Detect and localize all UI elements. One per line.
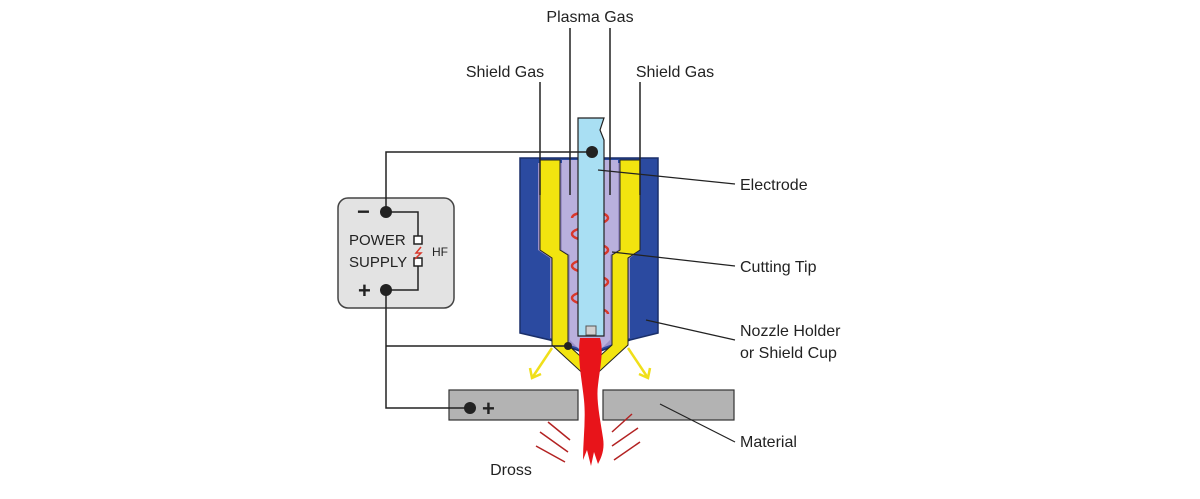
- power-supply-hf-label: HF: [432, 245, 448, 259]
- power-supply-minus: −: [357, 199, 370, 224]
- circuit-wires: [385, 151, 592, 409]
- material-right: [602, 389, 735, 421]
- nozzle-connection-dot: [564, 342, 572, 350]
- label-plasma-gas: Plasma Gas: [546, 9, 633, 26]
- power-supply-plus: +: [358, 278, 371, 303]
- power-supply-label-line2: SUPPLY: [349, 254, 407, 271]
- material-terminal-plus: +: [482, 396, 495, 421]
- material-left: [448, 389, 579, 421]
- shield-gas-exit-arrows: [528, 347, 652, 380]
- label-dross: Dross: [490, 462, 532, 479]
- label-material: Material: [740, 434, 797, 451]
- dross-spatter: [535, 413, 641, 463]
- power-supply-label-line1: POWER: [349, 232, 406, 249]
- label-electrode: Electrode: [740, 177, 808, 194]
- material-terminal-dot: [464, 402, 476, 414]
- leader-lines: [597, 169, 736, 443]
- hf-spark-icon: [414, 246, 423, 260]
- power-supply-box: [337, 197, 455, 309]
- cutting-tip: [539, 159, 641, 381]
- plus-terminal-dot: [380, 284, 392, 296]
- label-nozzle-holder-line2: or Shield Cup: [740, 345, 837, 362]
- electrode-rod: [577, 117, 605, 337]
- minus-terminal-dot: [380, 206, 392, 218]
- label-cutting-tip: Cutting Tip: [740, 259, 817, 276]
- electrode-terminal-dot: [586, 146, 598, 158]
- label-shield-gas-right: Shield Gas: [636, 64, 714, 81]
- label-nozzle-holder-line1: Nozzle Holder: [740, 323, 841, 340]
- hf-gap-circuit: [386, 211, 423, 291]
- label-shield-gas-left: Shield Gas: [466, 64, 544, 81]
- electrode-tip-insert: [585, 325, 597, 336]
- plasma-arc: [579, 338, 604, 466]
